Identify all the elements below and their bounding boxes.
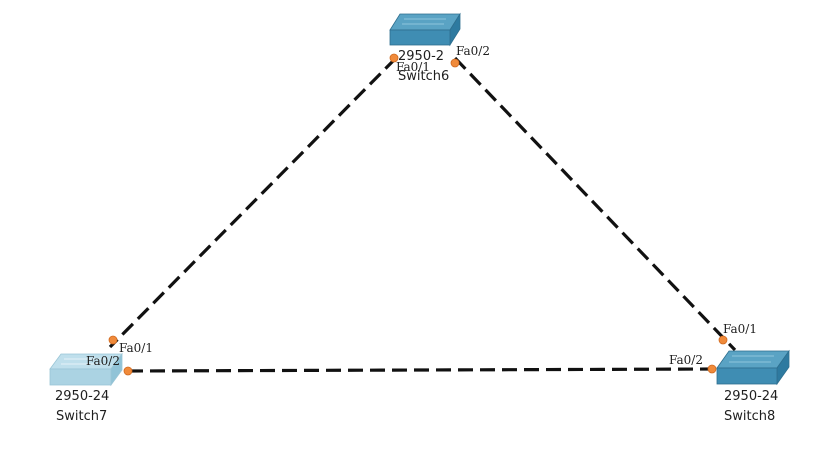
port-indicator-switch8-fa0-2 — [707, 364, 717, 374]
switch6-device[interactable]: 2950-2 Switch6 — [389, 12, 461, 84]
link-switch6-switch8[interactable] — [453, 56, 737, 352]
device-name-label: Switch7 — [56, 409, 107, 424]
port-label-switch6-fa0-1: Fa0/1 — [396, 60, 430, 74]
switch-icon — [389, 12, 461, 47]
link-switch7-switch8[interactable] — [127, 367, 713, 373]
device-name-label: Switch6 — [398, 69, 449, 84]
port-indicator-switch8-fa0-1 — [718, 335, 728, 345]
device-model-label: 2950-24 — [724, 389, 778, 404]
port-indicator-switch7-fa0-1 — [108, 335, 118, 345]
device-model-label: 2950-24 — [55, 389, 109, 404]
port-indicator-switch6-fa0-1 — [389, 53, 399, 63]
port-label-switch7-fa0-2: Fa0/2 — [86, 354, 120, 368]
device-model-label: 2950-2 — [398, 49, 444, 64]
port-label-switch8-fa0-2: Fa0/2 — [669, 353, 703, 367]
port-label-switch6-fa0-2: Fa0/2 — [456, 44, 490, 58]
device-name-label: Switch8 — [724, 409, 775, 424]
port-label-switch8-fa0-1: Fa0/1 — [723, 322, 757, 336]
port-indicator-switch7-fa0-2 — [123, 366, 133, 376]
port-label-switch7-fa0-1: Fa0/1 — [119, 341, 153, 355]
port-indicator-switch6-fa0-2 — [450, 58, 460, 68]
switch8-device[interactable]: 2950-24 Switch8 — [716, 349, 790, 424]
link-switch6-switch7[interactable] — [108, 56, 398, 349]
switch-icon — [49, 352, 123, 387]
switch7-device[interactable]: 2950-24 Switch7 — [49, 352, 123, 424]
switch-icon — [716, 349, 790, 386]
